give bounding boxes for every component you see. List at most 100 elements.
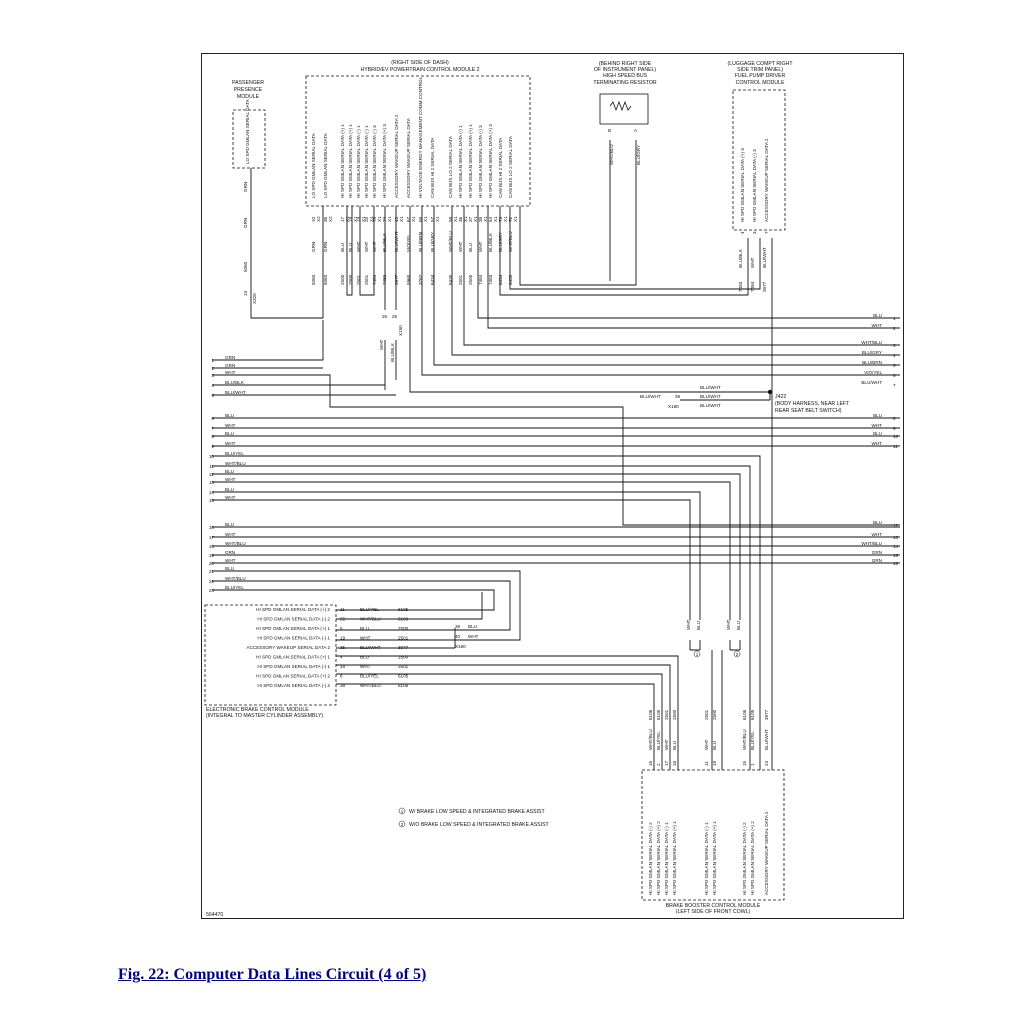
ebcm-pin-label: HI SPD GMLAN SERIAL DATA (+) 2 (256, 607, 330, 612)
option-2-marker (733, 650, 741, 658)
hpcm2-pin-circuit: 6435 (448, 274, 453, 285)
option-1-marker (693, 650, 701, 658)
hpcm2-pin-conn: X1 (513, 216, 518, 222)
wire-l12 (212, 473, 741, 620)
bbcm-pin-circuit: 2501 (664, 709, 669, 720)
splice-loc-1: (BODY HARNESS, NEAR LEFT (775, 401, 850, 407)
ebcm-pin-label: HI SPD GMLAN SERIAL DATA (+) 1 (256, 655, 330, 660)
hpcm2-pin-color: BLU/GRY (430, 232, 435, 252)
bbcm-pin-circuit: 6106 (742, 709, 747, 720)
resistor-body (599, 93, 773, 395)
bbcm-pin-circuit: 6105 (750, 709, 755, 720)
bbcm-pin-color: BLU/YEL (750, 731, 755, 750)
hpcm2-pin-conn: X1 (387, 216, 392, 222)
hpcm2-pin-conn: X1 (453, 216, 458, 222)
hpcm2-pin-label: ACCESSORY WAKEUP SERIAL DATA 2 (394, 114, 399, 198)
hpcm2-pin-circuit: 2501 (364, 274, 369, 285)
legend-2-num: 2 (401, 822, 404, 827)
right-ref-number: 15 (893, 553, 899, 558)
hpcm2-pin-circuit: 2501 (356, 274, 361, 285)
wire-r1 (477, 206, 900, 319)
hpcm2-pin-color: WHT/BLU (508, 231, 513, 252)
hpcm2-title-2: HYBRID/EV POWERTRAIN CONTROL MODULE 2 (360, 67, 479, 73)
ebcm-pin-number: 11 (340, 607, 345, 612)
ebcm-pin-label: HI SPD GMLAN SERIAL DATA (+) 2 (256, 674, 330, 679)
left-ref-number: 1 (211, 358, 214, 363)
fpdcm-pin-circuit: 7483 (738, 281, 743, 292)
ppm-circuit: 5060 (243, 261, 248, 272)
fpdcm-title-1: (LUGGAGE COMPT RIGHT (727, 61, 793, 67)
hpcm2-pin-number: 36 (458, 216, 463, 222)
hpcm2-pin-number: 67 (406, 216, 411, 222)
right-ref-color: WHT/BLU (861, 340, 882, 345)
hpcm2-pin-conn: X1 (377, 216, 382, 222)
ppm-title-1: PASSENGER (232, 80, 264, 86)
bbcm-pin-number: 17 (664, 760, 669, 766)
wire-drop-2 (729, 640, 741, 651)
hpcm2-pin-circuit: 2500 (340, 274, 345, 285)
hpcm2-pin-color: WHT (356, 241, 361, 252)
hpcm2-pin-circuit: 7484 (478, 274, 483, 285)
hpcm2-pin-conn: X1 (361, 216, 366, 222)
resistor-wire-a: BLU/GRY (636, 145, 641, 165)
left-ref-color: GRN (225, 550, 235, 555)
x190-label: X190 (455, 644, 466, 649)
hpcm2-pin-conn: X1 (435, 216, 440, 222)
box-layer (204, 75, 786, 901)
bbcm-pin-number: 16 (648, 760, 653, 766)
right-ref-color: BLU/BRN (862, 360, 882, 365)
bbcm-pin-color: BLU/YEL (656, 731, 661, 750)
figure-caption[interactable]: Fig. 22: Computer Data Lines Circuit (4 … (118, 966, 427, 983)
left-ref-number: 21 (209, 569, 215, 574)
wire-l15 (212, 499, 691, 620)
left-ref-color: WHT (225, 495, 236, 500)
hpcm2-pin-conn: X1 (473, 216, 478, 222)
hpcm2-pin-circuit: 7483 (488, 274, 493, 285)
ebcm-pin-color: BLU/YEL (360, 674, 379, 679)
hpcm2-pin-color: BLU/BLK (382, 232, 387, 252)
ebcm-pin-number: 4 (340, 655, 343, 660)
ebcm-pin-color: BLU (360, 655, 369, 660)
wire-can-hi (451, 206, 900, 356)
resistor-symbol (609, 100, 632, 112)
wire-hi3b (509, 206, 761, 290)
wire-l23 (212, 589, 495, 611)
ebcm-pin-number: 38 (340, 683, 346, 688)
hpcm2-pin-number: 10 (311, 216, 316, 222)
wire-hpcm-stub-1 (346, 206, 353, 296)
hpcm2-pin-circuit: 6434 (498, 274, 503, 285)
hpcm2-pin-conn: X1 (423, 216, 428, 222)
left-ref-color: BLU (225, 566, 234, 571)
right-ref-color: BLU (873, 431, 882, 436)
bbcm-pin-label: HI SPD GMLAN SERIAL DATA (+) 1 (672, 821, 677, 895)
left-ref-color: WHT (225, 558, 236, 563)
hpcm2-pin-color: WHT (478, 241, 483, 252)
right-ref-number: 13 (893, 535, 899, 540)
ebcm-pin-color: WHT (360, 664, 371, 669)
figure-id: 564470 (206, 912, 223, 918)
bbcm-pin-color: WHT/BLU (742, 729, 747, 750)
left-ref-number: 3 (211, 373, 214, 378)
legend-1-marker (398, 807, 406, 815)
hpcm2-pin-color: GRN (323, 242, 328, 252)
ebcm-pin-circuit: 2501 (398, 636, 409, 641)
ebcm-title-2: (INTEGRAL TO MASTER CYLINDER ASSEMBLY) (206, 713, 323, 719)
ebcm-pin-circuit: 6106 (398, 683, 409, 688)
resistor-title-3: HIGH SPEED BUS (603, 73, 648, 79)
hpcm2-pin-conn: X1 (493, 216, 498, 222)
x150-pin-a: 26 (382, 314, 388, 319)
ebcm-pin-number: 18 (340, 664, 346, 669)
ppm-title-2: PRESENCE (234, 87, 263, 93)
ebcm-pin-color: BLU (360, 626, 369, 631)
right-ref-group: BLU1WHT2WHT/BLU3BLU/GRY4BLU/BRN5VIO/YEL6… (861, 313, 898, 566)
ebcm-pin-number: 6 (340, 674, 343, 679)
wire-r2 (487, 206, 900, 329)
hpcm2-pin-conn: X1 (353, 216, 358, 222)
resistor-title-1: (BEHIND RIGHT SIDE (599, 61, 652, 67)
ebcm-pin-color: BLU/WHT (360, 645, 381, 650)
bbcm-pin-number: 15 (742, 760, 747, 766)
ebcm-title-1: ELECTRONIC BRAKE CONTROL MODULE (206, 707, 309, 713)
drop-2b: BLU (736, 621, 741, 630)
